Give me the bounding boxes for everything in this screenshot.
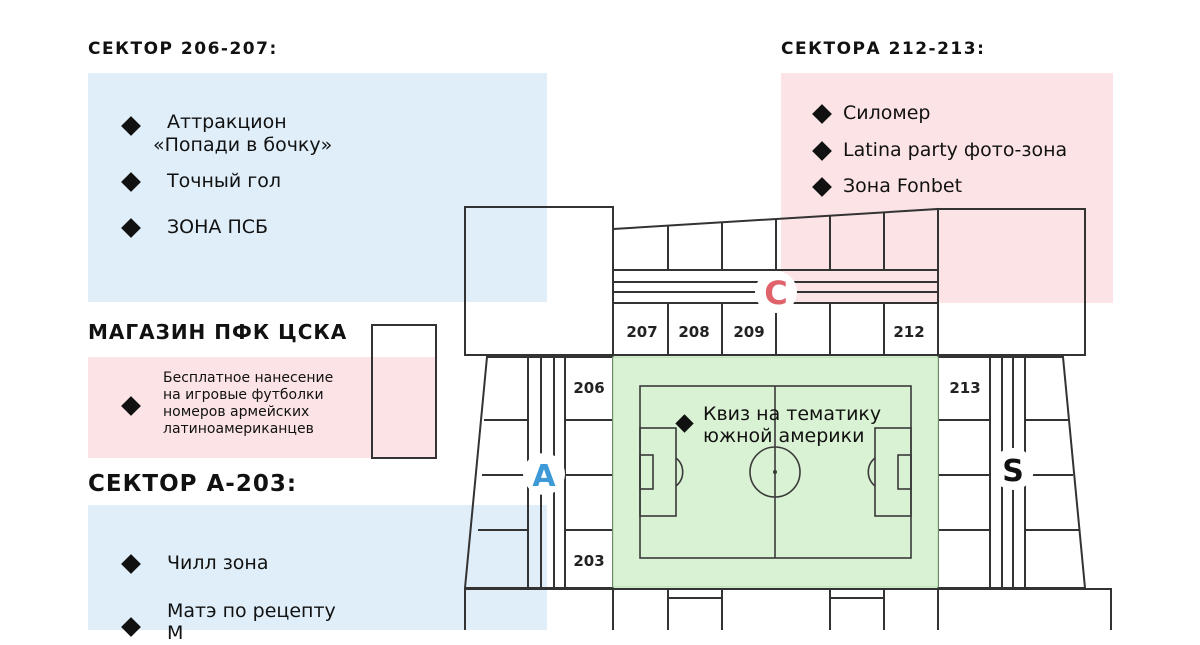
- sector-label-203: 203: [573, 552, 604, 570]
- sector-206-207-heading: СЕКТОР 206-207:: [88, 39, 278, 59]
- sector-212-213-heading: СЕКТОРА 212-213:: [781, 39, 986, 59]
- stand-a-badge: [523, 453, 565, 495]
- sector-label-206: 206: [573, 379, 604, 397]
- south-stand: [464, 588, 1112, 630]
- stand-c-label: C: [764, 274, 787, 312]
- sector-label-213: 213: [949, 379, 980, 397]
- stand-a-label: A: [532, 459, 556, 494]
- quiz-line-2: южной америки: [703, 425, 864, 447]
- stadium-map: C A S 207 208 209 212 206 213 203 Квиз н…: [371, 206, 1112, 630]
- corner-block-top-left: [464, 206, 614, 356]
- zone-shop: [88, 357, 436, 458]
- sector-a203-heading: СЕКТОР А-203:: [88, 471, 298, 497]
- sector-label-208: 208: [678, 323, 709, 341]
- stand-s-label: S: [1002, 454, 1024, 489]
- quiz-marker-icon: [675, 414, 694, 433]
- zone-sector-212-213: [781, 73, 1113, 303]
- shop-box: [371, 324, 437, 459]
- sector-label-209: 209: [733, 323, 764, 341]
- corner-block-top-right: [937, 208, 1086, 356]
- football-field: [612, 356, 939, 588]
- zone-sector-206-207: [88, 73, 547, 302]
- sector-label-207: 207: [626, 323, 657, 341]
- quiz-line-1: Квиз на тематику: [703, 403, 881, 425]
- shop-description: Бесплатное нанесение на игровые футболки…: [163, 370, 334, 437]
- stand-c-badge: [755, 271, 797, 313]
- sector-label-212: 212: [893, 323, 924, 341]
- stand-s-badge: [992, 448, 1034, 490]
- shop-heading: МАГАЗИН ПФК ЦСКА: [88, 320, 348, 344]
